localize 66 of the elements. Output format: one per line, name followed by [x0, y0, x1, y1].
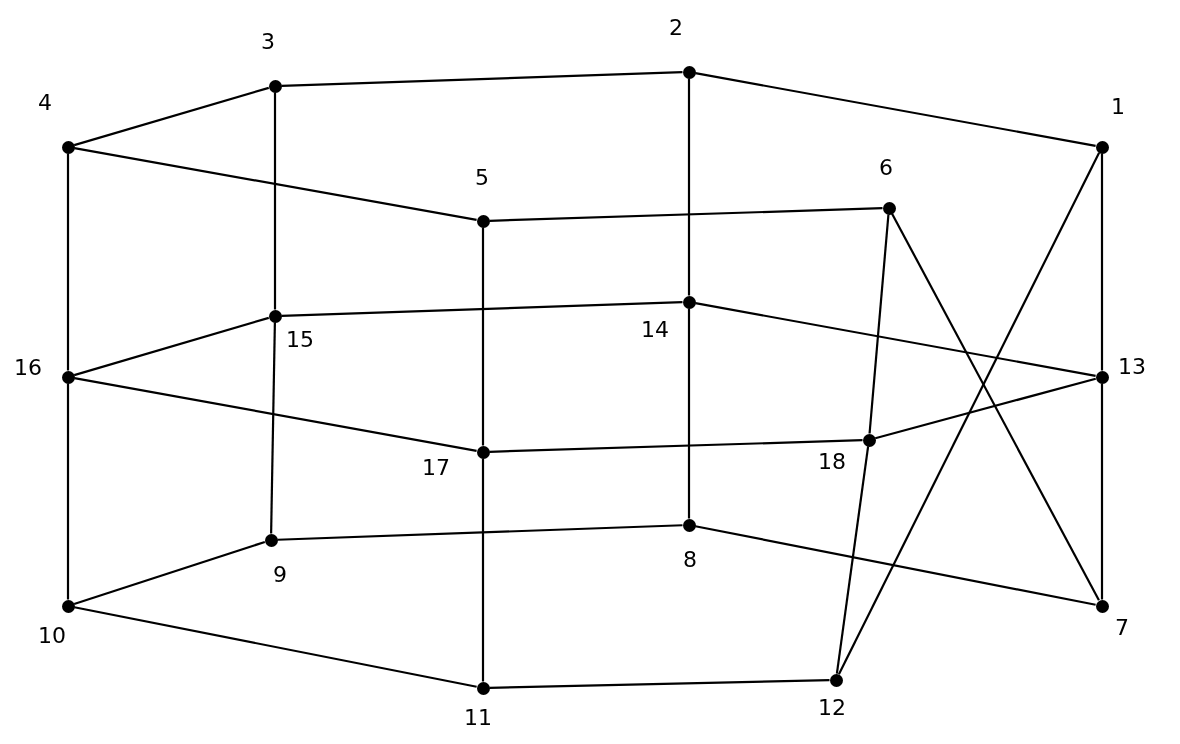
vertex-dot — [829, 673, 843, 687]
vertex-number: 17 — [422, 456, 450, 480]
vertex-number: 1 — [1111, 95, 1125, 119]
vertex-dot — [61, 140, 75, 154]
vertex-number: 13 — [1118, 355, 1146, 379]
edge-line — [835, 446, 870, 674]
vertex-number: 6 — [879, 156, 893, 180]
edge-line — [273, 92, 277, 310]
vertex-dot — [61, 370, 75, 384]
vertex-number: 4 — [38, 91, 52, 115]
edge-line — [489, 679, 830, 689]
vertex-dot — [476, 681, 490, 695]
edge-line — [868, 214, 890, 434]
vertex-number: 14 — [641, 318, 669, 342]
vertex-dot — [476, 445, 490, 459]
edge-line — [73, 316, 270, 377]
vertex-dot — [1095, 370, 1109, 384]
edge-line — [1100, 383, 1104, 600]
vertex-number: 15 — [286, 328, 314, 352]
vertex-number: 18 — [818, 450, 846, 474]
vertex-dot — [882, 201, 896, 215]
edge-line — [687, 308, 691, 519]
edge-line — [695, 72, 1096, 147]
vertex-number: 2 — [669, 16, 683, 40]
vertex-dot — [268, 79, 282, 93]
vertex-dot — [862, 433, 876, 447]
vertex-number: 9 — [273, 563, 287, 587]
edge-line — [875, 377, 1096, 440]
vertex-number: 12 — [818, 696, 846, 720]
vertex-dot — [682, 518, 696, 532]
vertex-dot — [682, 295, 696, 309]
vertex-number: 8 — [683, 548, 697, 572]
vertex-dot — [1095, 599, 1109, 613]
edge-line — [281, 71, 683, 87]
vertex-dot — [61, 599, 75, 613]
vertex-dot — [476, 214, 490, 228]
vertex-dot — [264, 533, 278, 547]
edge-line — [277, 524, 683, 541]
edge-line — [687, 78, 691, 296]
edge-line — [1100, 153, 1104, 371]
vertex-dot — [682, 65, 696, 79]
edge-line — [74, 606, 477, 688]
edge-line — [66, 383, 70, 600]
edge-line — [695, 302, 1096, 377]
edge-line — [481, 458, 485, 682]
edge-line — [281, 301, 683, 317]
edge-line — [66, 153, 70, 371]
edge-line — [74, 377, 477, 452]
vertex-dot — [268, 309, 282, 323]
edge-line — [837, 152, 1101, 675]
edge-line — [489, 439, 863, 453]
edge-line — [481, 227, 485, 446]
vertex-number: 3 — [261, 30, 275, 54]
edge-line — [73, 86, 270, 147]
edge-line — [695, 525, 1096, 606]
edge-line — [891, 213, 1100, 601]
vertex-dot — [1095, 140, 1109, 154]
vertex-number: 10 — [38, 624, 66, 648]
edge-line — [489, 207, 883, 222]
vertex-number: 7 — [1115, 616, 1129, 640]
edge-line — [270, 322, 276, 534]
vertex-number: 5 — [475, 166, 489, 190]
vertex-number: 11 — [464, 706, 492, 730]
edge-line — [74, 147, 477, 221]
edge-line — [73, 540, 266, 606]
vertex-number: 16 — [14, 356, 42, 380]
